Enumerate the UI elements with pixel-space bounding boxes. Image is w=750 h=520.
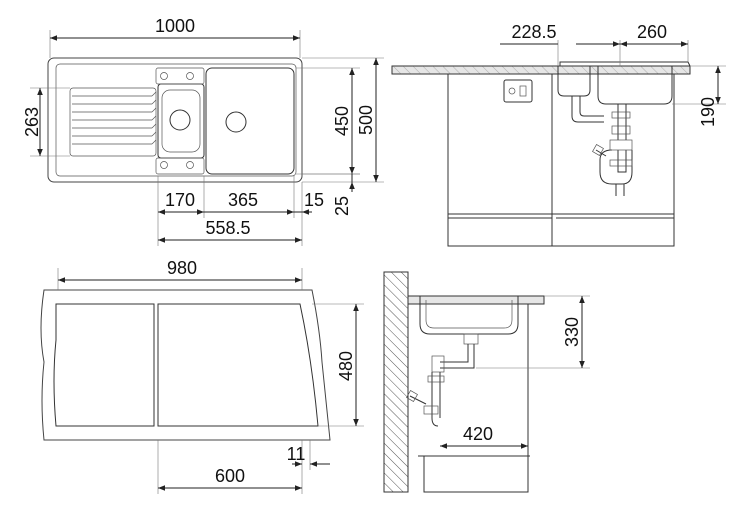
label-cutout-center: 600 [215,466,245,486]
dim-cutout-center: 600 [157,440,302,494]
drainer-grooves [69,87,157,157]
section-view: 330 420 [383,271,590,493]
dim-cutout-width: 980 [57,258,303,290]
label-bowls-total: 558.5 [205,218,250,238]
dim-edge-bottom: 25 [302,173,360,216]
label-drainer-depth: 263 [22,107,42,137]
label-edge-bottom: 25 [332,196,352,216]
dim-section-width: 420 [440,424,528,449]
label-edge-right: 15 [304,190,324,210]
dim-bowl-widths: 170 365 15 [157,176,324,246]
label-overall-depth: 500 [356,105,376,135]
label-side-height: 190 [698,97,718,127]
small-bowl [155,67,205,175]
dim-overall-depth: 500 [302,57,384,183]
dim-cutout-depth: 480 [312,303,364,427]
label-overall-width: 1000 [155,16,195,36]
label-section-width: 420 [463,424,493,444]
label-small-bowl-width: 170 [165,190,195,210]
dim-cutout-edge: 11 [287,440,330,494]
dim-side-height: 190 [672,65,726,127]
label-large-bowl-width: 365 [228,190,258,210]
dim-section-height: 330 [476,295,590,369]
dim-bowl-depth: 450 [296,67,360,175]
cutout-view: 980 480 11 600 [40,258,364,494]
label-section-height: 330 [562,317,582,347]
large-bowl [205,67,295,175]
label-offset: 228.5 [511,22,556,42]
sink-side-view: 228.5 260 190 [391,22,726,247]
label-bowl-width: 260 [637,22,667,42]
sink-top-view: 1000 263 450 500 25 [22,16,384,246]
dim-drainer-depth: 263 [22,87,70,157]
label-cutout-depth: 480 [336,351,356,381]
dim-side-widths: 228.5 260 [500,22,689,66]
label-cutout-edge: 11 [287,444,306,464]
dim-overall-width: 1000 [49,16,301,58]
dim-bowls-total: 558.5 [158,218,302,243]
label-bowl-depth: 450 [332,106,352,136]
label-cutout-width: 980 [167,258,197,278]
